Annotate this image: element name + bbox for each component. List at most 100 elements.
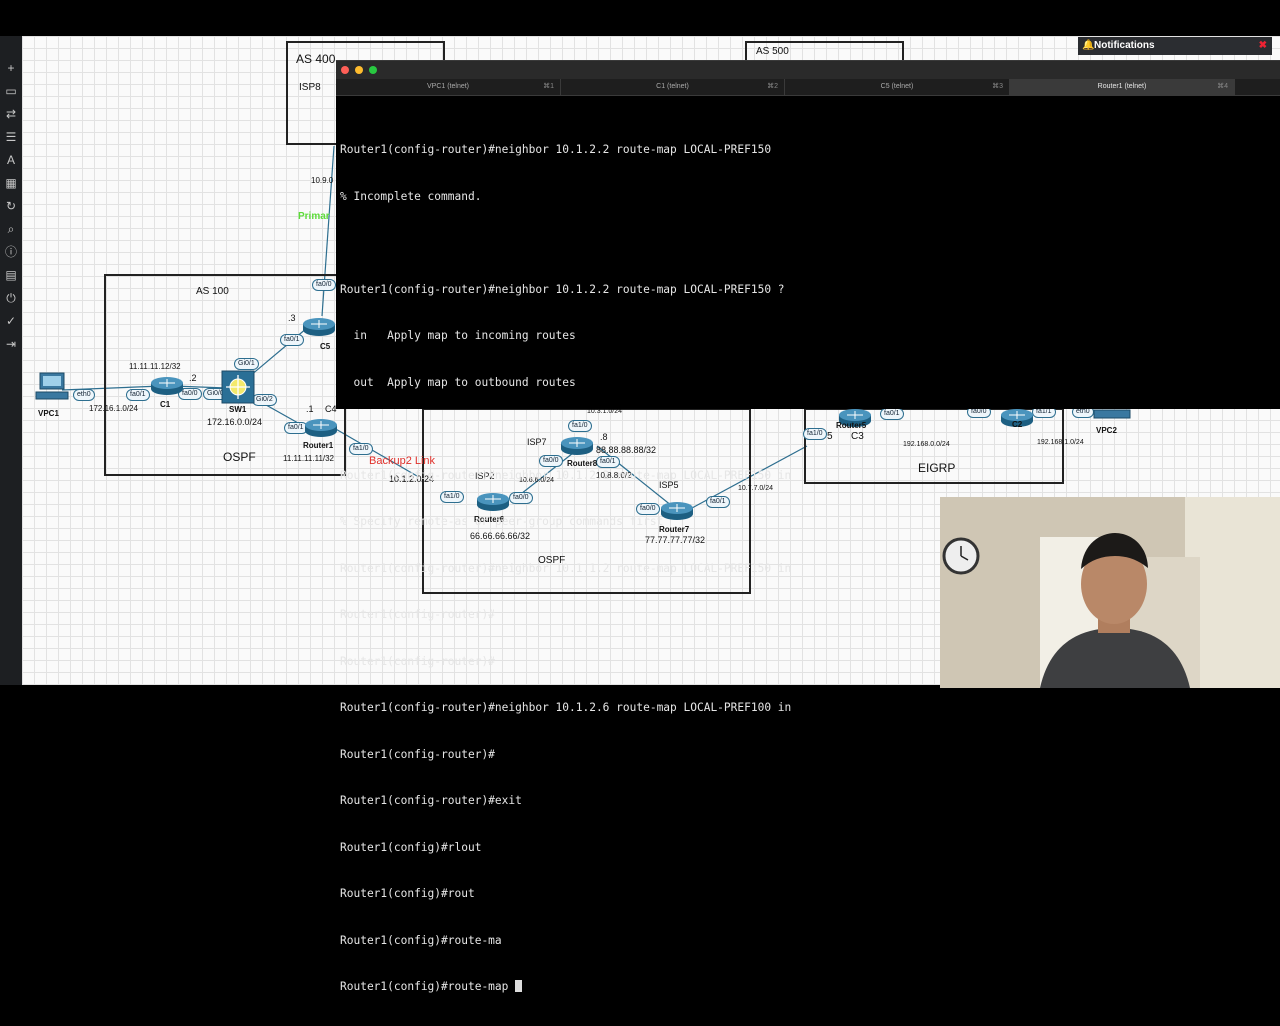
five-label: 5 bbox=[827, 431, 833, 442]
router8-fa1-0-port[interactable]: fa1/0 bbox=[568, 420, 592, 432]
terminal-line: ​ bbox=[340, 235, 791, 251]
router8-router-icon[interactable] bbox=[560, 436, 594, 456]
sw1-label: SW1 bbox=[229, 405, 247, 414]
terminal-current-input: Router1(config)#route-map bbox=[340, 980, 516, 993]
minimize-window-button[interactable] bbox=[355, 66, 363, 74]
c1-loopback-label: 11.11.11.12/32 bbox=[129, 362, 181, 371]
terminal-window[interactable]: VPC1 (telnet) ⌘1 C1 (telnet) ⌘2 C5 (teln… bbox=[336, 60, 1280, 993]
c1-router-icon[interactable] bbox=[150, 376, 184, 396]
sw1-gi0-2-port[interactable]: Gi0/2 bbox=[252, 394, 277, 406]
tab-shortcut: ⌘4 bbox=[1217, 83, 1228, 90]
terminal-input-line[interactable]: Router1(config)#route-map bbox=[340, 979, 791, 995]
sw1-gi0-1-port[interactable]: Gi0/1 bbox=[234, 358, 259, 370]
c5-fa0-0-port[interactable]: fa0/0 bbox=[312, 279, 336, 291]
tab-vpc1[interactable]: VPC1 (telnet) ⌘1 bbox=[336, 79, 561, 95]
router8-fa0-1-port[interactable]: fa0/1 bbox=[596, 456, 620, 468]
add-node-icon[interactable]: + bbox=[7, 61, 15, 75]
left-toolbar: + ▭ ⇄ ☰ A ▦ ↻ ⌕ ⓘ ▤ ⏻ ✓ ⇥ bbox=[0, 36, 22, 685]
webcam-overlay bbox=[940, 497, 1280, 688]
info-icon[interactable]: ⓘ bbox=[4, 245, 17, 259]
terminal-line: Router1(config)#route-ma bbox=[340, 933, 502, 947]
device-icon[interactable]: ▭ bbox=[5, 84, 17, 98]
dot8-label: .8 bbox=[600, 432, 608, 442]
isp7-label: ISP7 bbox=[527, 437, 547, 447]
sw1-net-label: 172.16.0.0/24 bbox=[207, 417, 263, 427]
terminal-line: Router1(config-router)# bbox=[340, 608, 495, 621]
close-icon[interactable]: ✖ bbox=[1258, 40, 1267, 51]
router1-fa1-0-port[interactable]: fa1/0 bbox=[349, 443, 373, 455]
router6-fa1-0-port[interactable]: fa1/0 bbox=[440, 491, 464, 503]
terminal-line: Router1(config-router)# bbox=[340, 747, 495, 761]
router5-fa1-0-port[interactable]: fa1/0 bbox=[803, 428, 827, 440]
router7-fa0-1-port[interactable]: fa0/1 bbox=[706, 496, 730, 508]
terminal-output[interactable]: Router1(config-router)#neighbor 10.1.2.2… bbox=[340, 111, 791, 1026]
router5-fa0-1-port[interactable]: fa0/1 bbox=[880, 408, 904, 420]
router6-fa0-0-port[interactable]: fa0/0 bbox=[509, 492, 533, 504]
zoom-icon[interactable]: ⌕ bbox=[7, 222, 15, 236]
router8-label: Router8 bbox=[567, 459, 598, 468]
router1-router-icon[interactable] bbox=[304, 418, 338, 438]
backup2-net-label: 10.1.2.0/24 bbox=[389, 474, 435, 484]
as100-protocol: OSPF bbox=[223, 450, 256, 464]
c1-fa0-1-port[interactable]: fa0/1 bbox=[126, 389, 150, 401]
presenter-video bbox=[940, 497, 1280, 688]
terminal-line: Router1(config)#rout bbox=[340, 887, 475, 900]
router7-label: Router7 bbox=[659, 525, 690, 534]
center-protocol: OSPF bbox=[538, 555, 566, 566]
router8-fa0-0-port[interactable]: fa0/0 bbox=[539, 455, 563, 467]
vpc1-eth0-port[interactable]: eth0 bbox=[73, 389, 95, 401]
sw1-switch-icon[interactable] bbox=[221, 370, 255, 404]
terminal-line: Router1(config-router)#neighbor 10.1.2.2… bbox=[340, 143, 772, 156]
tab-c5[interactable]: C5 (telnet) ⌘3 bbox=[785, 79, 1010, 95]
router7-router-icon[interactable] bbox=[660, 501, 694, 521]
tab-label: VPC1 (telnet) bbox=[426, 83, 470, 90]
center-ospf-box bbox=[422, 408, 751, 594]
zoom-window-button[interactable] bbox=[369, 66, 377, 74]
tab-label: C5 (telnet) bbox=[880, 83, 914, 90]
isp2-label: ISP2 bbox=[475, 471, 495, 481]
refresh-icon[interactable]: ↻ bbox=[5, 199, 17, 213]
terminal-tabs: VPC1 (telnet) ⌘1 C1 (telnet) ⌘2 C5 (teln… bbox=[336, 79, 1280, 96]
link-icon[interactable]: ⇄ bbox=[5, 107, 17, 121]
net-192-168-0-label: 192.168.0.0/24 bbox=[903, 441, 950, 448]
net-10-3-1-label: 10.3.1.0/24 bbox=[587, 408, 623, 415]
logout-icon[interactable]: ⇥ bbox=[5, 337, 17, 351]
net-192-168-1-label: 192.168.1.0/24 bbox=[1037, 439, 1084, 446]
notifications-title: Notifications bbox=[1094, 40, 1155, 51]
close-window-button[interactable] bbox=[341, 66, 349, 74]
console-icon[interactable]: ▤ bbox=[5, 268, 17, 282]
text-cursor bbox=[515, 980, 523, 992]
c1-fa0-0-port[interactable]: fa0/0 bbox=[178, 388, 202, 400]
power-icon[interactable]: ⏻ bbox=[6, 291, 16, 305]
as400-title: AS 400 bbox=[296, 52, 336, 66]
c5-router-icon[interactable] bbox=[302, 317, 336, 337]
vpc1-pc-icon[interactable] bbox=[34, 371, 70, 403]
tab-router1[interactable]: Router1 (telnet) ⌘4 bbox=[1010, 79, 1235, 95]
terminal-line: Router1(config-router)#exit bbox=[340, 794, 522, 807]
vpc2-pc-icon[interactable] bbox=[1092, 408, 1132, 422]
router5-router-icon[interactable] bbox=[838, 408, 872, 428]
c2-router-icon[interactable] bbox=[1000, 408, 1034, 428]
grid-icon[interactable]: ▦ bbox=[5, 176, 17, 190]
c5-label: C5 bbox=[320, 342, 331, 351]
isp8-label: ISP8 bbox=[299, 82, 321, 93]
tab-shortcut: ⌘1 bbox=[543, 83, 554, 90]
vpc1-net-label: 172.16.1.0/24 bbox=[89, 404, 138, 413]
c4-label: C4 bbox=[325, 404, 337, 414]
bell-icon: 🔔 bbox=[1082, 40, 1095, 51]
tab-c1[interactable]: C1 (telnet) ⌘2 bbox=[561, 79, 785, 95]
router6-loopback-label: 66.66.66.66/32 bbox=[470, 531, 531, 541]
router7-fa0-0-port[interactable]: fa0/0 bbox=[636, 503, 660, 515]
check-icon[interactable]: ✓ bbox=[5, 314, 17, 328]
tab-shortcut: ⌘3 bbox=[992, 83, 1003, 90]
notifications-bar[interactable]: 🔔 Notifications ✖ bbox=[1078, 37, 1272, 55]
c5-fa0-1-port[interactable]: fa0/1 bbox=[280, 334, 304, 346]
terminal-line: Router1(config-router)#neighbor 10.1.2.6… bbox=[340, 701, 792, 714]
net-10-6-6-label: 10.6.6.0/24 bbox=[519, 477, 555, 484]
eigrp-box bbox=[804, 408, 1064, 484]
text-icon[interactable]: A bbox=[6, 153, 15, 167]
router6-router-icon[interactable] bbox=[476, 492, 510, 512]
terminal-line: ​ bbox=[340, 421, 791, 437]
list-icon[interactable]: ☰ bbox=[5, 130, 17, 144]
as500-title: AS 500 bbox=[756, 46, 789, 57]
